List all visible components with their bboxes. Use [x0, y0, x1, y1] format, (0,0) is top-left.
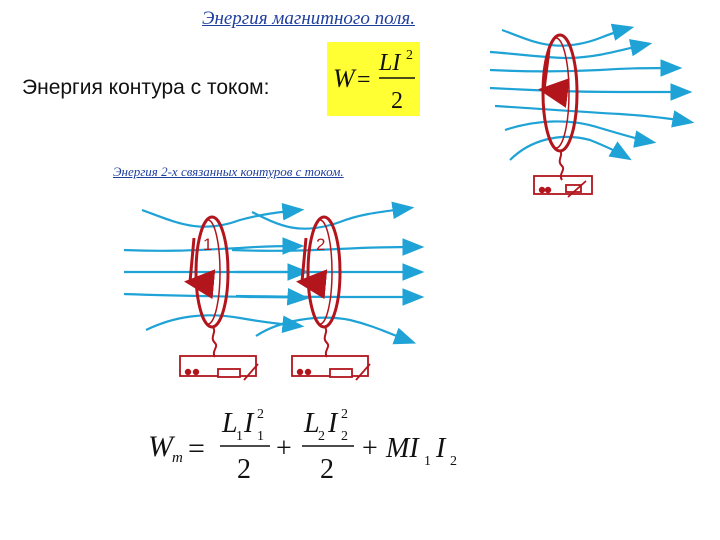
terminal: [296, 368, 304, 376]
term1-I-sub: 1: [257, 429, 264, 444]
rheostat-slider: [567, 180, 587, 198]
terminal: [192, 368, 200, 376]
field-line: [489, 39, 653, 60]
term1-exp: 2: [257, 407, 264, 422]
term2-exp: 2: [341, 407, 348, 422]
mutual-sub2: 2: [450, 454, 457, 469]
term1-den: 2: [237, 454, 251, 485]
formula-numerator: LI: [378, 50, 401, 76]
field-line: [489, 83, 693, 101]
field-line: [494, 104, 695, 128]
coupled-formula: W m = L 1 I 2 1 2 + L 2 I 2 2 2 + MI 1 I…: [148, 407, 457, 485]
coil-1-label: 1: [203, 235, 212, 254]
resistor: [217, 368, 241, 378]
field-line: [504, 120, 657, 148]
terminal: [304, 368, 312, 376]
term2-I-sub: 2: [341, 429, 348, 444]
field-line: [255, 316, 417, 345]
single-formula-box: W = LI 2 2: [327, 42, 420, 116]
twisted-leads: [323, 326, 330, 358]
coil-1-circuit: [179, 355, 259, 381]
coil-2-circuit: [291, 355, 371, 381]
plus-sign: +: [276, 433, 292, 464]
mutual-term: MI: [385, 433, 420, 464]
field-line: [141, 202, 305, 228]
single-formula: W = LI 2 2: [333, 48, 415, 114]
term2-I: I: [327, 408, 339, 439]
resistor: [329, 368, 353, 378]
single-coil-circuit: [533, 175, 593, 198]
formula-lhs-sub: m: [172, 450, 183, 466]
term2-L: L: [303, 408, 320, 439]
coil-loop-inner: [542, 37, 570, 149]
twisted-leads: [211, 326, 218, 358]
field-line: [509, 135, 632, 161]
field-line: [123, 237, 305, 255]
formula-equals: =: [188, 432, 205, 465]
current-arrow: [184, 237, 216, 300]
coupled-field: [123, 201, 425, 345]
rheostat-slider: [355, 363, 371, 381]
plus-sign: +: [362, 433, 378, 464]
coil-1: [184, 215, 230, 358]
formula-exponent: 2: [406, 48, 413, 63]
term1-I: I: [243, 408, 255, 439]
formula-lhs: W: [148, 430, 176, 463]
terminal: [544, 186, 552, 194]
coil-2-label: 2: [316, 235, 325, 254]
page-title: Энергия магнитного поля.: [202, 8, 415, 29]
formula-lhs: W: [333, 64, 357, 93]
field-line: [501, 23, 635, 47]
terminal: [184, 368, 192, 376]
current-arrow: [538, 49, 570, 108]
term2-L-sub: 2: [318, 429, 325, 444]
formula-denominator: 2: [391, 88, 403, 114]
mutual-sub1: 1: [424, 454, 431, 469]
term1-L: L: [221, 408, 238, 439]
term1-L-sub: 1: [236, 429, 243, 444]
field-line: [235, 288, 425, 306]
term2-den: 2: [320, 454, 334, 485]
coil-2: [296, 215, 342, 358]
field-line: [231, 238, 425, 256]
terminal: [538, 186, 546, 194]
coupled-circuits-label: Энергия 2-х связанных контуров с током.: [113, 164, 344, 179]
field-line: [251, 201, 415, 230]
single-coil-field: [489, 23, 695, 161]
current-arrow: [296, 237, 328, 300]
mutual-I2: I: [435, 433, 447, 464]
circuit-energy-label: Энергия контура с током:: [22, 76, 270, 99]
field-line: [145, 314, 305, 334]
circuit-wire: [533, 175, 593, 195]
field-line: [489, 59, 683, 77]
formula-equals: =: [357, 67, 371, 93]
rheostat-slider: [243, 363, 259, 381]
